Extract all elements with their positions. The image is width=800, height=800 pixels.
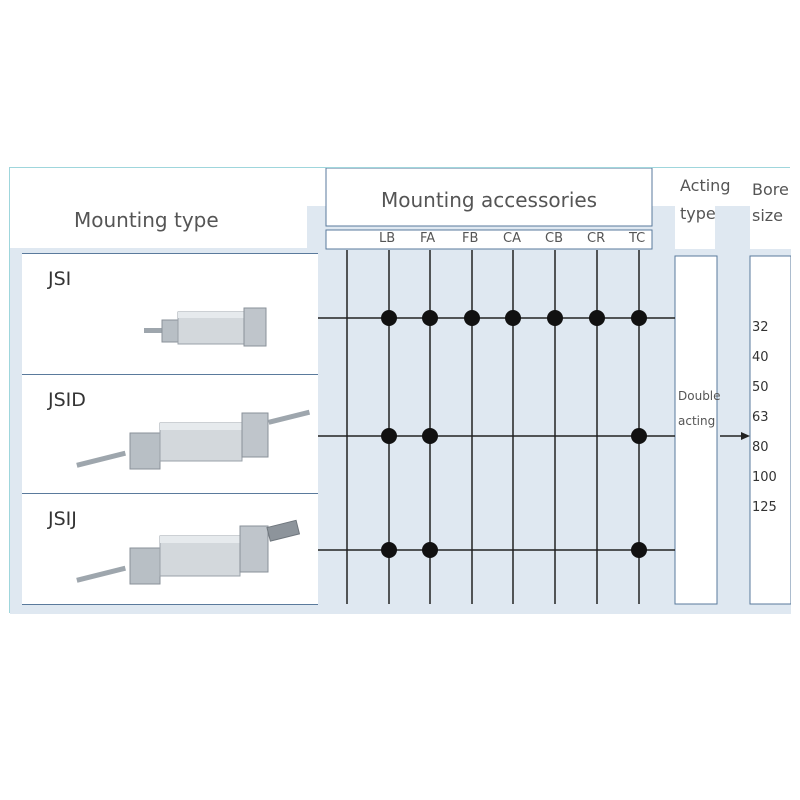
- bore-size-32: 32: [752, 320, 769, 335]
- dot-jsid-fa: [422, 428, 438, 444]
- bore-size-header-line2: size: [752, 206, 784, 225]
- bore-size-80: 80: [752, 440, 769, 455]
- model-name-jsij: JSIJ: [48, 508, 77, 530]
- dot-jsid-tc: [631, 428, 647, 444]
- mounting-type-header: Mounting type: [74, 208, 219, 232]
- accessories-header-box: [325, 168, 653, 227]
- acting-type-value-line2: acting: [678, 414, 716, 428]
- accessory-label-row: [325, 229, 653, 250]
- bore-size-63: 63: [752, 410, 769, 425]
- cylinder-image-jsi: [144, 307, 267, 347]
- model-panel-jsi: JSI: [22, 253, 318, 375]
- model-panel-jsid: JSID: [22, 374, 318, 494]
- model-name-jsid: JSID: [48, 389, 86, 411]
- bore-column-box: [749, 255, 791, 605]
- dot-jsi-tc: [631, 310, 647, 326]
- bore-size-125: 125: [752, 500, 777, 515]
- model-name-jsi: JSI: [48, 268, 72, 290]
- grid-background: [307, 206, 791, 614]
- accessory-label-lb: LB: [379, 231, 396, 246]
- dot-jsij-tc: [631, 542, 647, 558]
- accessory-label-cr: CR: [587, 231, 606, 246]
- acting-type-value-line1: Double: [678, 389, 721, 403]
- cylinder-image-jsid: [76, 409, 311, 470]
- dot-jsi-cb: [547, 310, 563, 326]
- dot-jsid-lb: [381, 428, 397, 444]
- bore-size-header-line1: Bore: [752, 180, 789, 199]
- acting-type-header-line2: type: [680, 204, 716, 223]
- accessory-label-fa: FA: [420, 231, 436, 246]
- accessory-label-tc: TC: [629, 231, 646, 246]
- bore-size-50: 50: [752, 380, 769, 395]
- acting-column-box: [674, 255, 718, 605]
- dot-jsi-lb: [381, 310, 397, 326]
- bore-size-40: 40: [752, 350, 769, 365]
- dot-jsi-fb: [464, 310, 480, 326]
- acting-arrow-head: [741, 432, 750, 440]
- model-panel-jsij: JSIJ: [22, 493, 318, 605]
- cylinder-image-jsij: [76, 519, 301, 585]
- dot-jsi-ca: [505, 310, 521, 326]
- bore-header-box: [750, 168, 791, 249]
- accessory-label-ca: CA: [503, 231, 521, 246]
- accessory-label-cb: CB: [545, 231, 563, 246]
- dot-jsij-fa: [422, 542, 438, 558]
- mounting-accessories-header: Mounting accessories: [381, 188, 598, 212]
- dot-jsij-lb: [381, 542, 397, 558]
- dot-jsi-cr: [589, 310, 605, 326]
- acting-header-box: [675, 168, 715, 249]
- bore-size-100: 100: [752, 470, 777, 485]
- dot-jsi-fa: [422, 310, 438, 326]
- compatibility-chart-frame: Mounting type Mounting accessories Actin…: [9, 167, 791, 614]
- acting-type-header-line1: Acting: [680, 176, 731, 195]
- accessory-label-fb: FB: [462, 231, 479, 246]
